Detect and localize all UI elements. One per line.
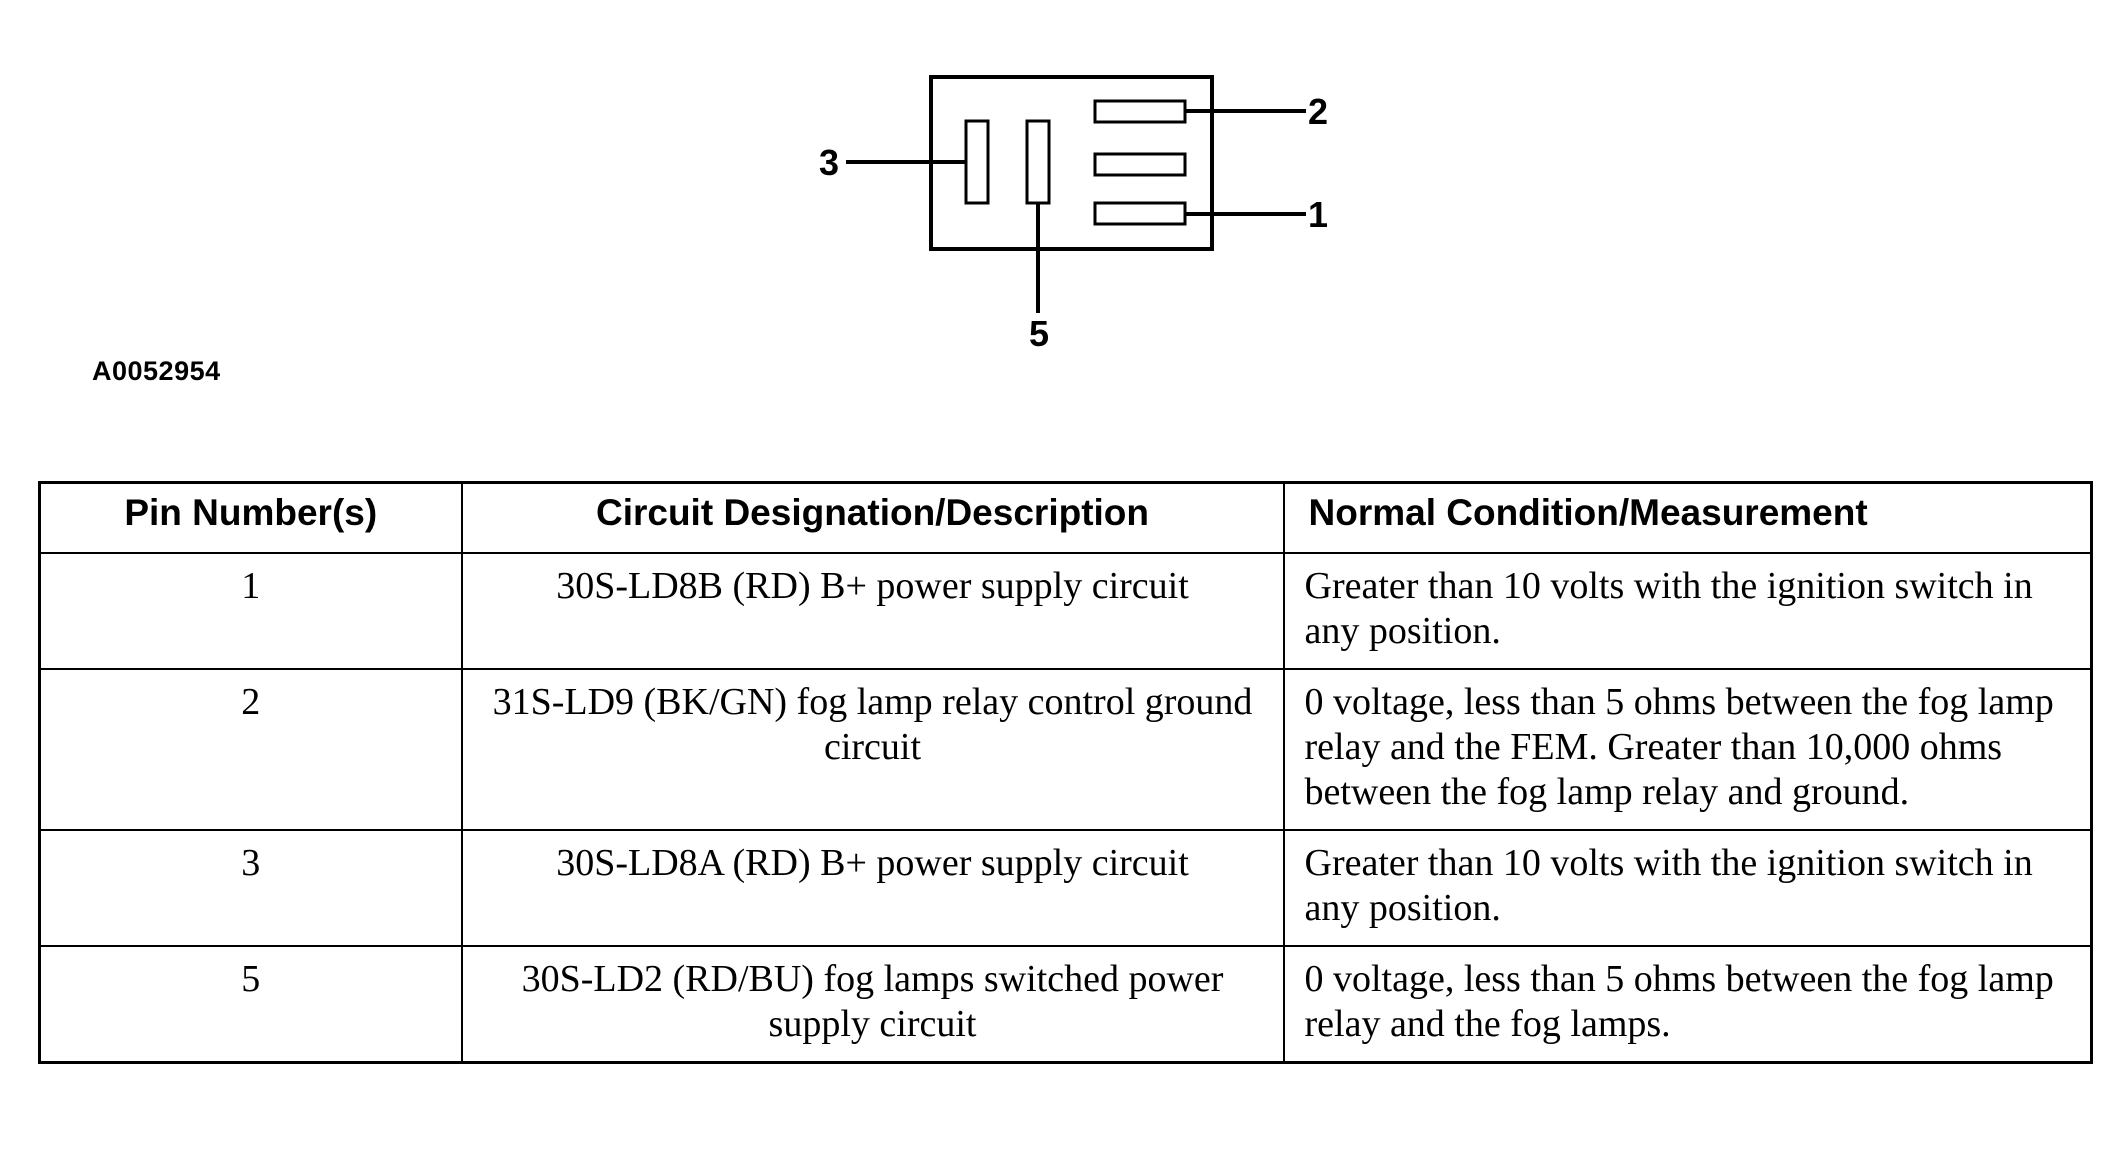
terminal-2 [1093, 99, 1187, 124]
cell-circuit: 30S-LD8A (RD) B+ power supply circuit [460, 829, 1285, 947]
cell-pin: 5 [38, 945, 463, 1064]
table-row: 3 30S-LD8A (RD) B+ power supply circuit … [38, 829, 2093, 947]
terminal-3 [964, 119, 990, 205]
terminal-4 [1093, 152, 1187, 177]
pin-label-1: 1 [1308, 194, 1328, 235]
cell-circuit: 30S-LD8B (RD) B+ power supply circuit [460, 552, 1285, 670]
header-normal-condition: Normal Condition/Measurement [1282, 481, 2093, 554]
table-header-row: Pin Number(s) Circuit Designation/Descri… [38, 481, 2093, 554]
pin-label-3: 3 [819, 142, 839, 183]
terminal-5 [1025, 119, 1051, 205]
figure-id: A0052954 [92, 356, 221, 386]
table-row: 2 31S-LD9 (BK/GN) fog lamp relay control… [38, 668, 2093, 831]
pin-label-5: 5 [1029, 313, 1049, 354]
cell-circuit: 30S-LD2 (RD/BU) fog lamps switched power… [460, 945, 1285, 1064]
terminal-1 [1093, 201, 1187, 226]
cell-pin: 3 [38, 829, 463, 947]
cell-pin: 1 [38, 552, 463, 670]
cell-condition: Greater than 10 volts with the ignition … [1282, 552, 2093, 670]
pin-label-2: 2 [1308, 91, 1328, 132]
pin-table: Pin Number(s) Circuit Designation/Descri… [38, 481, 2093, 1064]
cell-circuit: 31S-LD9 (BK/GN) fog lamp relay control g… [460, 668, 1285, 831]
relay-connector-diagram: 3 2 1 5 [819, 75, 1328, 354]
cell-pin: 2 [38, 668, 463, 831]
header-circuit-designation: Circuit Designation/Description [460, 481, 1285, 554]
table-row: 1 30S-LD8B (RD) B+ power supply circuit … [38, 552, 2093, 670]
cell-condition: 0 voltage, less than 5 ohms between the … [1282, 945, 2093, 1064]
header-pin-numbers: Pin Number(s) [38, 481, 463, 554]
table-row: 5 30S-LD2 (RD/BU) fog lamps switched pow… [38, 945, 2093, 1064]
cell-condition: Greater than 10 volts with the ignition … [1282, 829, 2093, 947]
cell-condition: 0 voltage, less than 5 ohms between the … [1282, 668, 2093, 831]
